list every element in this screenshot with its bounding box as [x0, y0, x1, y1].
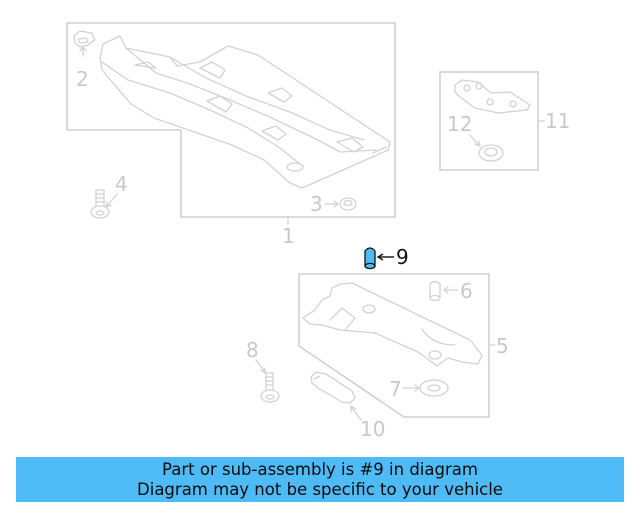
- callout-9[interactable]: 9: [396, 245, 409, 269]
- group-5-frame: [298, 273, 490, 418]
- group-1-frame: [66, 22, 396, 218]
- callout-11[interactable]: 11: [545, 109, 570, 133]
- bracket-part-11[interactable]: [454, 79, 531, 114]
- bolt-part-4[interactable]: [90, 189, 118, 219]
- callout-2[interactable]: 2: [76, 67, 89, 91]
- pin-part-6[interactable]: [429, 280, 459, 302]
- cover-part-10[interactable]: [310, 371, 362, 421]
- callout-7[interactable]: 7: [389, 377, 402, 401]
- callout-4[interactable]: 4: [115, 172, 128, 196]
- clip-part-2[interactable]: [73, 30, 96, 57]
- pin-part-9-highlighted[interactable]: [364, 247, 394, 270]
- callout-3[interactable]: 3: [310, 192, 323, 216]
- callout-12[interactable]: 12: [447, 112, 472, 136]
- callout-6[interactable]: 6: [460, 279, 473, 303]
- plate-part-5[interactable]: [302, 282, 483, 367]
- callout-8[interactable]: 8: [246, 338, 259, 362]
- bolt-part-8[interactable]: [255, 359, 280, 403]
- callout-1[interactable]: 1: [282, 224, 295, 248]
- banner-line-disclaimer: Diagram may not be specific to your vehi…: [137, 480, 503, 499]
- callout-5[interactable]: 5: [496, 334, 509, 358]
- grommet-part-3[interactable]: [324, 197, 357, 211]
- washer-part-7[interactable]: [402, 379, 449, 397]
- info-banner: Part or sub-assembly is #9 in diagram Di…: [16, 457, 624, 502]
- under-cover-part-1[interactable]: [99, 35, 391, 189]
- callout-10[interactable]: 10: [360, 417, 385, 441]
- parts-diagram: 1 2 3 4 11: [66, 22, 570, 441]
- clip-nut-part-12[interactable]: [469, 134, 504, 162]
- banner-line-part-number: Part or sub-assembly is #9 in diagram: [162, 460, 478, 479]
